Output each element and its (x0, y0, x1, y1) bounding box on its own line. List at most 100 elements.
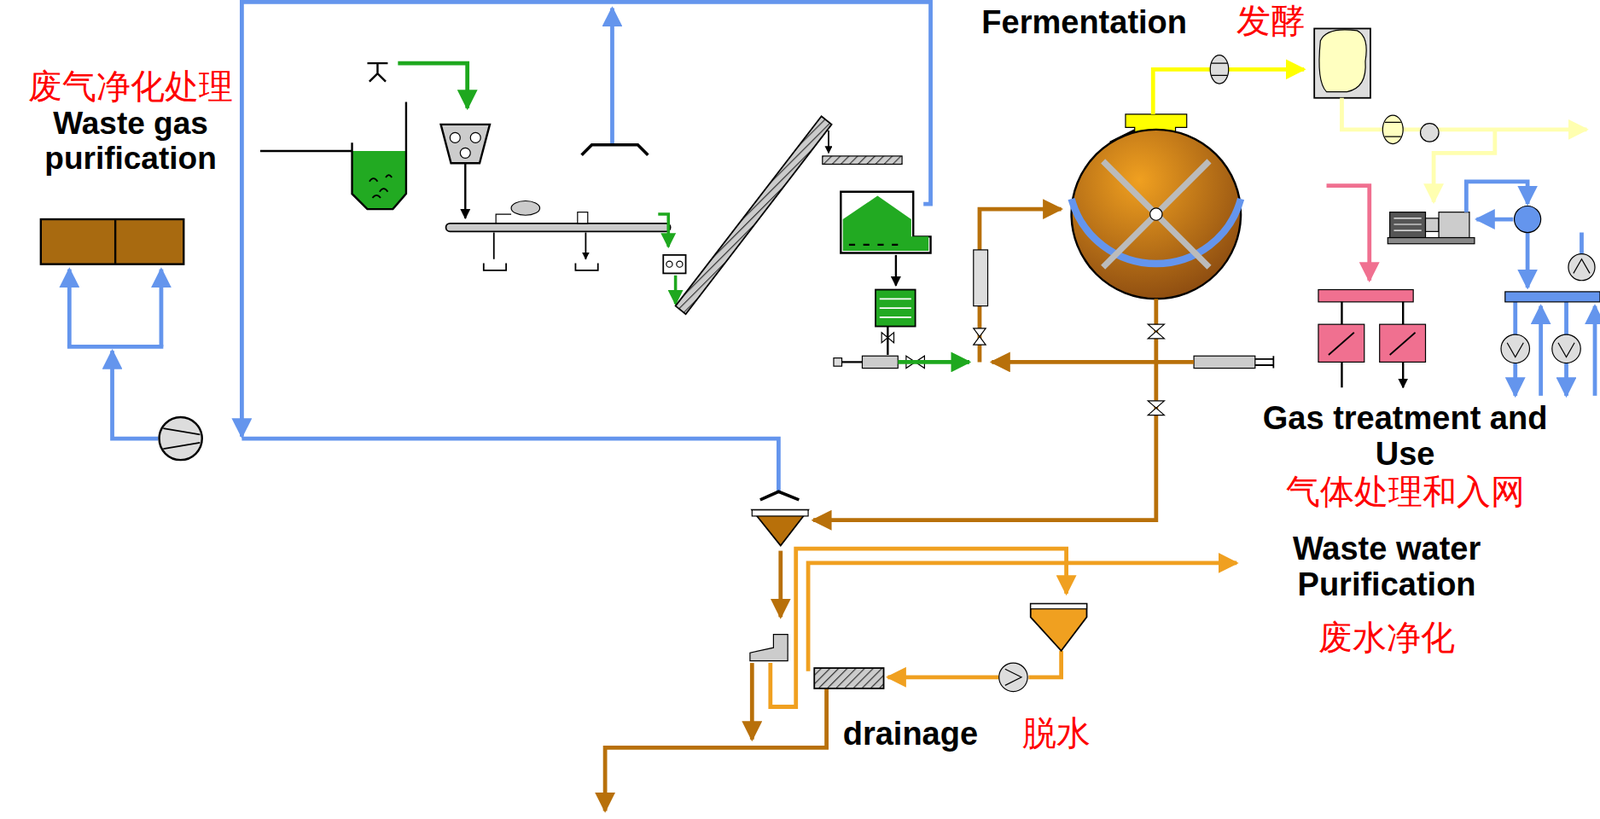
water-tank-part (352, 151, 407, 210)
gas-distribution-part (1420, 123, 1440, 143)
screw-press-part (814, 668, 884, 689)
mixing-bunker-part (840, 192, 931, 254)
settling-tank-part (1030, 604, 1088, 652)
gas-distribution-part (1384, 122, 1402, 137)
biogas-line-part (1210, 55, 1229, 84)
chp-engine-part (1390, 212, 1426, 239)
heading-zh: 气体处理和入网 (1256, 472, 1554, 512)
fan-symbol (159, 417, 203, 460)
fan-symbol-part (162, 428, 200, 449)
gas-holder-part (1319, 29, 1367, 93)
shredder-part (663, 255, 686, 274)
waste-gas-line-part (159, 269, 164, 348)
feed-hopper-part (459, 147, 471, 158)
biogas-line (1152, 55, 1304, 115)
cooling-pumps-part (1568, 254, 1595, 281)
exhaust-hood-part (581, 145, 649, 156)
belt-conveyor-part (495, 214, 512, 224)
digestate-line-part (750, 663, 755, 740)
belt-conveyor (446, 201, 671, 271)
belt-conveyor-part (483, 262, 599, 270)
mixing-bunker-part (895, 255, 897, 286)
inclined-conveyor-part (822, 156, 902, 165)
belt-conveyor-part (577, 212, 588, 224)
heat-units-part (1318, 290, 1414, 303)
water-line (397, 63, 467, 109)
tap-symbol (366, 63, 388, 82)
feed-hopper (441, 124, 490, 163)
buffer-tank (875, 290, 916, 356)
buffer-tank-part (875, 290, 916, 327)
chp-engine-part (1438, 212, 1470, 239)
heat-units (1318, 290, 1426, 389)
cooling-circuit-part (1476, 217, 1513, 222)
tap-symbol-part (366, 63, 388, 82)
belt-conveyor-part (511, 201, 540, 216)
digester-part (1071, 198, 1242, 264)
stage-label-zh: 废水净化 (1250, 618, 1523, 658)
digestate-line-part (751, 510, 809, 517)
mixing-bunker-part (849, 244, 898, 246)
wastewater-line (770, 548, 1237, 707)
cooling-circuit-part (1525, 232, 1531, 289)
heat-units-part (1341, 302, 1403, 325)
feed-hopper-part (470, 132, 481, 143)
cooling-pumps-part (1506, 259, 1590, 358)
gas-distribution-part (1382, 115, 1403, 144)
exhaust-hood-part (760, 491, 799, 501)
shredder (663, 255, 686, 274)
stage-label-zh: 发酵 (1236, 1, 1305, 41)
stage-label: drainage (843, 715, 978, 753)
waste-gas-line-part (610, 8, 615, 146)
chp-engine-part (1425, 218, 1440, 233)
cooling-circuit-part (1466, 181, 1528, 213)
recirculation-part (1255, 355, 1275, 368)
settling-tank-part (1030, 604, 1088, 610)
recirculation-part (991, 360, 1194, 365)
belt-conveyor-part (494, 232, 587, 260)
waste-gas-filter-part (40, 219, 184, 265)
waste-gas-line-part (241, 1, 931, 437)
recirculation-part (973, 250, 989, 307)
belt-conveyor-part (446, 223, 671, 233)
screw-press (814, 668, 884, 689)
settling-tank-part (999, 663, 1028, 692)
buffer-tank-part (881, 332, 894, 344)
stage-label: Waste water Purification (1250, 530, 1523, 604)
heat-line (1326, 186, 1370, 281)
gas-holder-part (1314, 28, 1371, 98)
water-tank (260, 102, 407, 210)
digester-part (1071, 129, 1242, 299)
heading-en: Waste gas purification (14, 105, 248, 177)
mixing-bunker (840, 192, 931, 286)
chp-engine-part (1387, 238, 1475, 245)
cooling-circuit-part (1564, 363, 1569, 396)
settling-tank (999, 604, 1088, 693)
water-tank-part (260, 102, 407, 210)
digestate-line (605, 298, 1164, 811)
buffer-tank-part (886, 326, 889, 355)
heading-zh: 废气净化处理 (14, 67, 248, 106)
chp-engine-part (1393, 218, 1421, 231)
water-tank-part (369, 174, 392, 198)
stage-label: Fermentation (981, 4, 1187, 41)
cooling-circuit (1466, 181, 1595, 396)
digestate-line-part (778, 551, 783, 618)
biogas-line-part (1152, 69, 1304, 115)
cooling-circuit-part (1538, 306, 1543, 396)
wastewater-line-part (1028, 651, 1061, 678)
buffer-tank-part (879, 298, 912, 318)
digestate-line-part (1147, 324, 1164, 415)
wastewater-line-part (808, 563, 1237, 672)
digester-part (1150, 208, 1163, 221)
sorting-line (657, 214, 669, 247)
waste-gas-line-part (67, 269, 72, 348)
gas-distribution-part (1341, 98, 1587, 130)
waste-gas-line-part (112, 350, 159, 439)
wastewater-line-part (887, 674, 999, 680)
waste-gas-filter-part (114, 219, 117, 265)
process-unit: 废气净化处理Waste gas purification (14, 67, 248, 181)
feed-pump-part (833, 358, 843, 367)
cooling-pumps-part (1552, 334, 1581, 363)
